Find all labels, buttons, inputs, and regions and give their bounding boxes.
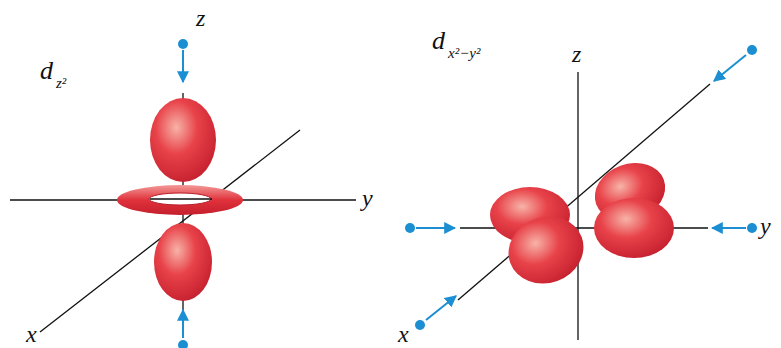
orbital-subscript: x²−y²	[448, 46, 480, 61]
ligand-dot	[747, 45, 757, 55]
orbital-lobe	[150, 98, 216, 182]
ligand-arrow	[714, 55, 746, 81]
ligand-arrow	[426, 296, 456, 320]
orbital-name: d	[40, 58, 53, 84]
z-axis	[577, 72, 578, 340]
axis-label: y	[362, 186, 373, 210]
orbital-torus	[117, 185, 243, 215]
x-axis	[458, 84, 710, 300]
axis-label: x	[26, 322, 37, 346]
axis-label: z	[572, 42, 581, 66]
ligand-dot	[178, 340, 188, 348]
orbital-subscript: z²	[56, 76, 66, 91]
dz2-figure	[10, 39, 356, 348]
orbital-lobe	[594, 198, 674, 258]
axis-label: y	[760, 214, 771, 238]
ligand-arrow	[416, 227, 455, 229]
ligand-arrow	[712, 227, 746, 229]
ligand-arrow	[182, 50, 184, 82]
y-axis	[150, 198, 212, 199]
orbital-name: d	[432, 28, 445, 54]
axis-label: z	[196, 6, 205, 30]
axis-label: x	[398, 322, 409, 346]
dx2y2-figure	[405, 45, 757, 340]
torus-hole	[149, 193, 211, 205]
ligand-dot	[178, 39, 188, 49]
ligand-arrow	[182, 310, 184, 338]
orbital-lobe	[499, 206, 593, 294]
orbital-lobe	[154, 223, 212, 301]
ligand-dot	[415, 320, 425, 330]
ligand-dot	[747, 223, 757, 233]
ligand-dot	[405, 223, 415, 233]
